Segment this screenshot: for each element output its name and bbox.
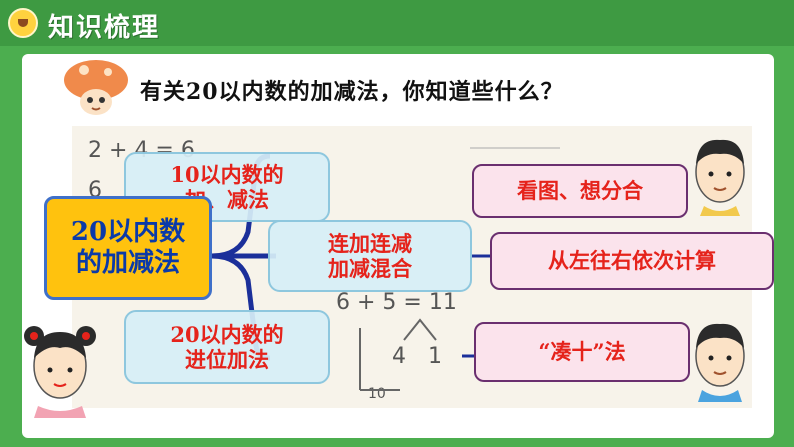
method-picture-decompose: 看图、想分合	[472, 164, 688, 218]
girl-face-icon	[24, 326, 96, 418]
branch-continuous-add-subtract: 连加连减加减混合	[268, 220, 472, 292]
question-text: 有关20以内数的加减法，你知道些什么？	[140, 79, 564, 105]
mushroom-mascot-icon	[64, 60, 128, 115]
center-node: 20以内数的加减法	[44, 196, 212, 300]
header-title: 知识梳理	[48, 13, 161, 43]
branch-20-carry-addition: 20以内数的进位加法	[124, 310, 330, 384]
background-number: 1	[428, 344, 442, 369]
boy-face-icon	[695, 323, 745, 402]
boy-face-icon	[695, 139, 745, 216]
background-equation: 6 + 5 = 11	[336, 290, 457, 315]
mushroom-logo-icon	[8, 8, 38, 38]
method-make-ten: “凑十”法	[474, 322, 690, 382]
background-number: 4	[392, 344, 406, 369]
method-left-to-right: 从左往右依次计算	[490, 232, 774, 290]
header-bar: 知识梳理	[0, 0, 794, 46]
